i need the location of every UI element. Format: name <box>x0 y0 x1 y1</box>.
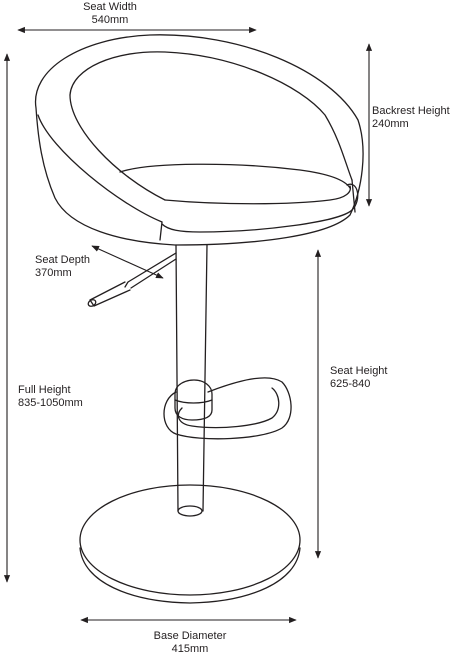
footrest-ring <box>163 377 292 440</box>
seat-depth-title: Seat Depth <box>35 254 91 266</box>
seat-depth-value: 370mm <box>35 267 72 279</box>
seat-shell <box>34 34 364 246</box>
backrest-height-title: Backrest Height <box>372 105 450 117</box>
gas-lift-lever <box>87 252 177 307</box>
seat-height-title: Seat Height <box>330 365 388 377</box>
seat-width-value: 540mm <box>91 14 129 26</box>
backrest-height-label: Backrest Height 240mm <box>372 105 450 131</box>
seat-width-label: Seat Width 540mm <box>70 1 150 27</box>
stool-column <box>175 244 208 512</box>
full-height-title: Full Height <box>18 384 71 396</box>
seat-height-value: 625-840 <box>330 378 371 390</box>
seat-height-label: Seat Height 625-840 <box>330 365 387 391</box>
seat-depth-label: Seat Depth 370mm <box>35 254 90 280</box>
stool-base <box>79 484 301 604</box>
full-height-value: 835-1050mm <box>18 397 83 409</box>
base-diameter-label: Base Diameter 415mm <box>140 630 240 656</box>
full-height-label: Full Height 835-1050mm <box>18 384 83 410</box>
seat-width-title: Seat Width <box>83 1 137 13</box>
base-diameter-title: Base Diameter <box>153 630 227 642</box>
backrest-height-value: 240mm <box>372 118 409 130</box>
seat-depth-dimension-line <box>91 245 164 279</box>
base-diameter-value: 415mm <box>171 643 209 655</box>
